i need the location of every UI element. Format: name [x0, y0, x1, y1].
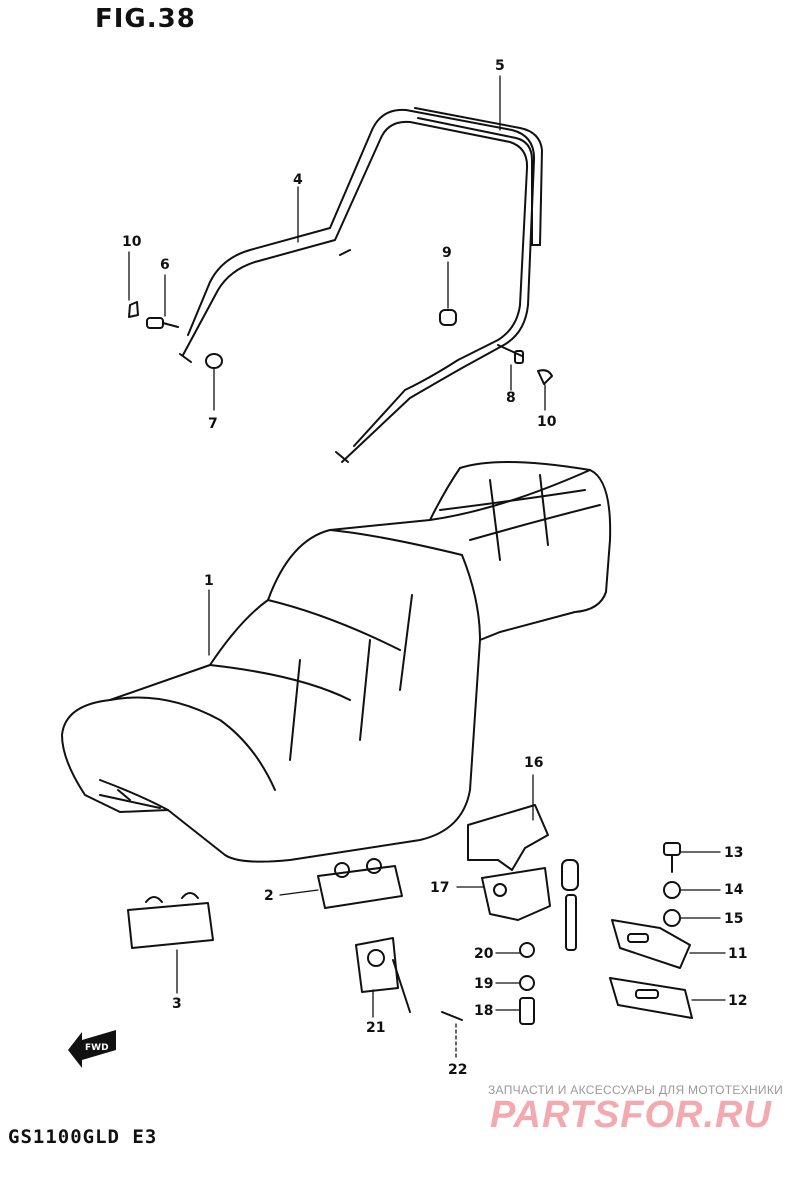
- leader-lines: [128, 75, 726, 1061]
- callout-19: 19: [474, 976, 494, 992]
- seat-hook-hardware: [519, 842, 693, 1025]
- callout-15: 15: [724, 911, 744, 927]
- callout-1: 1: [204, 573, 214, 589]
- callout-12: 12: [728, 993, 748, 1009]
- grab-rail-bar: [414, 107, 543, 246]
- callout-7: 7: [208, 416, 218, 432]
- grab-rail-frame: [179, 108, 536, 463]
- callout-10-right: 10: [537, 414, 557, 430]
- figure-label: FIG.38: [95, 4, 196, 34]
- seat-assembly: [61, 461, 612, 863]
- callout-11: 11: [728, 946, 748, 962]
- callout-4: 4: [293, 172, 303, 188]
- callout-13: 13: [724, 845, 744, 861]
- callout-21: 21: [366, 1020, 386, 1036]
- rail-hardware: [128, 301, 553, 385]
- callout-17: 17: [430, 880, 450, 896]
- callout-14: 14: [724, 882, 744, 898]
- watermark-logo: PARTSFOR.RU: [490, 1094, 772, 1136]
- forward-arrow-icon: FWD: [68, 1030, 116, 1068]
- callout-10-left: 10: [122, 234, 142, 250]
- callout-8: 8: [506, 390, 516, 406]
- callout-16: 16: [524, 755, 544, 771]
- seat-lock-assembly: [355, 804, 579, 1021]
- callout-9: 9: [442, 245, 452, 261]
- forward-arrow-label: FWD: [85, 1043, 109, 1053]
- callout-20: 20: [474, 946, 494, 962]
- model-code: GS1100GLD E3: [8, 1126, 158, 1148]
- callout-2: 2: [264, 888, 274, 904]
- callout-6: 6: [160, 257, 170, 273]
- seat-bumpers: [127, 858, 403, 949]
- callout-18: 18: [474, 1003, 494, 1019]
- callout-3: 3: [172, 996, 182, 1012]
- callout-5: 5: [495, 58, 505, 74]
- callout-22: 22: [448, 1062, 468, 1078]
- watermark-tagline: ЗАПЧАСТИ И АКСЕССУАРЫ ДЛЯ МОТОТЕХНИКИ: [488, 1083, 784, 1097]
